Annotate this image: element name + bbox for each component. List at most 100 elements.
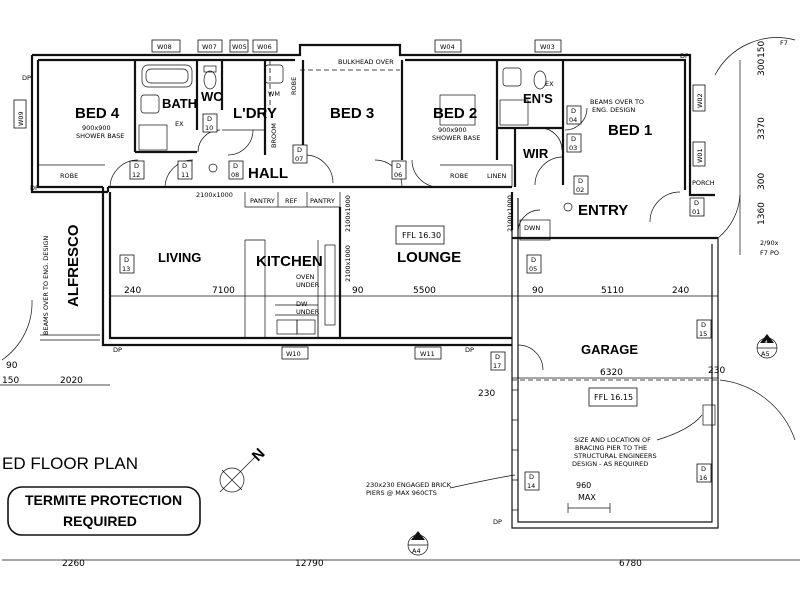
- door-tag-17: D 17: [490, 351, 506, 371]
- north-arrow-icon: N: [219, 445, 269, 493]
- svg-text:05: 05: [529, 265, 537, 273]
- door-tag-14: D 14: [524, 471, 540, 491]
- note-beams-vertical: BEAMS OVER TO ENG. DESIGN: [42, 236, 50, 335]
- dim-7100: 7100: [212, 286, 235, 296]
- label-dp-5: DP: [493, 518, 502, 526]
- room-label-garage: GARAGE: [581, 342, 638, 357]
- dim-300-mid: 300: [757, 173, 767, 190]
- svg-text:15: 15: [699, 330, 707, 338]
- dim-150-left: 150: [2, 376, 19, 386]
- door-tag-06: D 06: [391, 160, 407, 180]
- door-tag-04: D 04: [566, 105, 582, 125]
- door-tag-15: D 15: [696, 319, 712, 339]
- label-dp-3: DP: [113, 346, 122, 354]
- svg-text:06: 06: [394, 171, 402, 179]
- room-label-alfresco: ALFRESCO: [65, 224, 82, 307]
- note-f7-1: 2/90x: [760, 239, 779, 247]
- svg-text:07: 07: [295, 155, 303, 163]
- note-f7-2: F7 PO: [760, 249, 779, 257]
- svg-text:10: 10: [205, 124, 213, 132]
- dim-5110: 5110: [601, 286, 624, 296]
- section-marker-a4: A4: [407, 531, 429, 556]
- svg-text:11: 11: [181, 171, 189, 179]
- room-label-porch: PORCH: [692, 179, 715, 187]
- termite-notice-line1: TERMITE PROTECTION: [25, 492, 182, 508]
- dim-5500: 5500: [413, 286, 436, 296]
- note-pier-960: 960: [576, 481, 591, 490]
- svg-text:D: D: [529, 473, 534, 481]
- room-label-bed2: BED 2: [433, 105, 477, 122]
- door-tag-13: D 13: [119, 254, 135, 274]
- room-label-bed3: BED 3: [330, 105, 374, 122]
- svg-text:01: 01: [692, 208, 700, 216]
- window-tag-w02: W02: [696, 93, 704, 108]
- label-linen: LINEN: [487, 172, 507, 180]
- svg-text:D: D: [233, 162, 238, 170]
- dim-3370: 3370: [757, 117, 767, 140]
- door-tag-10: D 10: [202, 113, 218, 133]
- svg-text:16: 16: [699, 474, 707, 482]
- dim-2020: 2020: [60, 376, 83, 386]
- label-dp-6: DP: [680, 52, 689, 60]
- dimension-lines: [0, 60, 800, 561]
- section-marker-a5: 4 A5: [756, 334, 778, 359]
- label-robe-laundry: ROBE: [290, 77, 298, 95]
- note-bracing-3: STRUCTURAL ENGINEERS: [574, 452, 657, 460]
- plan-title: ED FLOOR PLAN: [2, 454, 138, 473]
- svg-text:D: D: [571, 107, 576, 115]
- note-opening-lounge-top: 2100x1000: [344, 195, 352, 232]
- room-label-kitchen: KITCHEN: [256, 253, 323, 270]
- room-label-bed4: BED 4: [75, 105, 120, 122]
- svg-text:03: 03: [569, 144, 577, 152]
- door-tag-11: D 11: [177, 160, 193, 180]
- window-tag-w05: W05: [232, 43, 247, 51]
- svg-text:02: 02: [576, 186, 584, 194]
- note-f7-top: F7: [780, 39, 788, 47]
- door-tag-01: D 01: [689, 197, 705, 217]
- note-opening-entry: 2100x1000: [506, 195, 514, 232]
- exterior-walls: [30, 43, 719, 529]
- svg-text:17: 17: [493, 362, 501, 370]
- label-oven-under: UNDER: [296, 281, 320, 289]
- svg-text:04: 04: [569, 116, 577, 124]
- svg-text:14: 14: [527, 482, 535, 490]
- room-label-living: LIVING: [158, 250, 201, 265]
- svg-text:4: 4: [764, 339, 768, 347]
- label-wm: WM: [268, 90, 280, 98]
- label-broom: BROOM: [270, 123, 278, 148]
- dim-90-a: 90: [352, 286, 364, 296]
- dim-240-right: 240: [672, 286, 689, 296]
- room-label-hall: HALL: [248, 165, 288, 182]
- room-label-entry: ENTRY: [578, 202, 628, 219]
- dim-1360: 1360: [757, 202, 767, 225]
- door-tag-16: D 16: [696, 463, 712, 483]
- window-tag-w09: W09: [17, 111, 25, 126]
- label-dp-4: DP: [465, 346, 474, 354]
- svg-text:D: D: [124, 256, 129, 264]
- room-label-wir: WIR: [523, 146, 549, 161]
- room-label-bed1: BED 1: [608, 122, 652, 139]
- note-bracing-1: SIZE AND LOCATION OF: [574, 436, 651, 444]
- dim-230-right: 230: [708, 366, 725, 376]
- dim-90-left: 90: [6, 361, 18, 371]
- window-tag-w08: W08: [157, 43, 172, 51]
- label-pantry-right: PANTRY: [310, 197, 335, 205]
- label-oven: OVEN: [296, 273, 315, 281]
- note-opening-living: 2100x1000: [196, 191, 233, 199]
- note-piers-2: PIERS @ MAX 960CTS: [366, 489, 437, 497]
- note-shower-base-bed2: SHOWER BASE: [432, 134, 480, 142]
- svg-text:N: N: [249, 445, 269, 465]
- label-dw: DW: [296, 300, 308, 308]
- label-dp-1: DP: [22, 74, 31, 82]
- svg-text:A5: A5: [761, 350, 770, 358]
- room-label-laundry: L'DRY: [233, 105, 277, 122]
- svg-text:D: D: [701, 321, 706, 329]
- termite-notice-line2: REQUIRED: [63, 513, 137, 529]
- ffl-garage: FFL 16.15: [594, 393, 633, 402]
- note-bracing-4: DESIGN - AS REQUIRED: [572, 460, 648, 468]
- window-tag-w01: W01: [696, 148, 704, 163]
- svg-text:D: D: [134, 162, 139, 170]
- svg-text:13: 13: [122, 265, 130, 273]
- window-tag-w03: W03: [540, 43, 555, 51]
